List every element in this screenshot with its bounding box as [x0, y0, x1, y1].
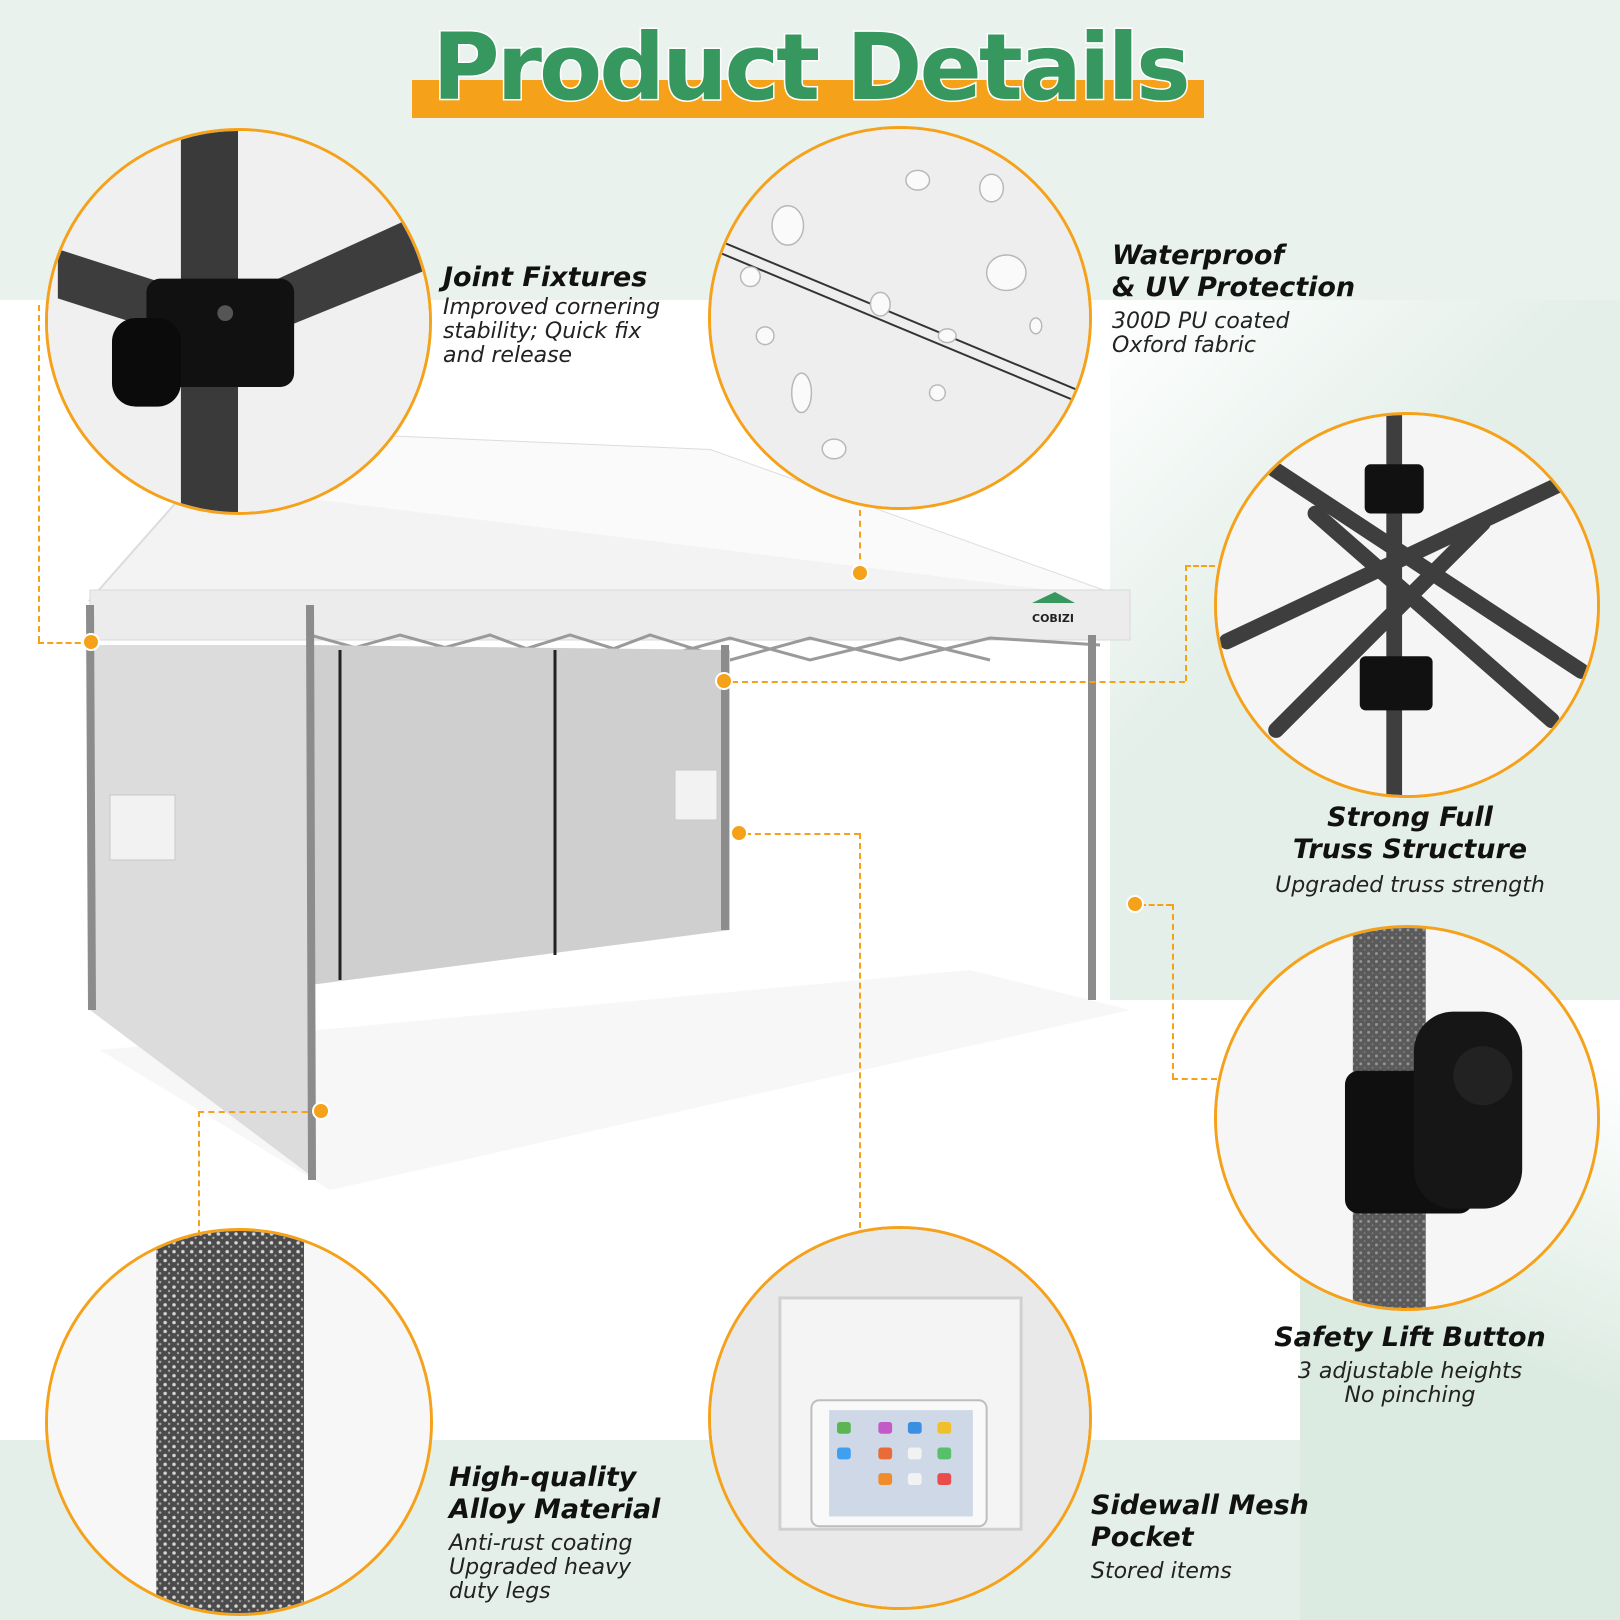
feature-lift-button: Safety Lift Button 3 adjustable heights … [1240, 1322, 1580, 1408]
feature-desc: Upgraded truss strength [1275, 873, 1545, 898]
feature-joint-fixtures: Joint Fixtures Improved cornering stabil… [443, 262, 703, 368]
truss-frame-closeup [1214, 412, 1600, 798]
leader-pocket-v [859, 833, 861, 1228]
leader-pocket-h [745, 833, 860, 835]
leader-truss-h [732, 681, 1185, 683]
callout-dot-pocket [730, 824, 748, 842]
feature-title: Sidewall Mesh Pocket [1091, 1490, 1309, 1553]
mesh-pocket-closeup [708, 1226, 1092, 1610]
feature-desc: 3 adjustable heights No pinching [1297, 1359, 1523, 1408]
callout-dot-joint [82, 633, 100, 651]
title-underline-bar [412, 80, 1204, 118]
feature-title: High-quality Alloy Material [449, 1462, 661, 1525]
page-header: Product Details [0, 14, 1620, 128]
feature-title: Strong Full Truss Structure [1292, 802, 1528, 865]
feature-alloy: High-quality Alloy Material Anti-rust co… [449, 1462, 749, 1604]
leader-truss-v [1185, 565, 1187, 681]
leader-waterproof [859, 510, 861, 570]
lift-button-closeup [1214, 925, 1600, 1311]
feature-title: Joint Fixtures [443, 262, 648, 293]
feature-desc: Improved cornering stability; Quick fix … [443, 295, 661, 368]
leader-lift-h2 [1172, 1078, 1217, 1080]
leader-alloy-h [198, 1111, 318, 1113]
callout-dot-truss [715, 672, 733, 690]
leader-truss-h2 [1185, 565, 1215, 567]
feature-desc: Anti-rust coating Upgraded heavy duty le… [449, 1531, 633, 1604]
water-droplets-closeup [708, 126, 1092, 510]
canopy-tent-illustration: COBIZI [86, 428, 1131, 1190]
leader-lift-v [1172, 904, 1174, 1079]
alloy-leg-closeup [45, 1228, 433, 1616]
callout-dot-lift [1126, 895, 1144, 913]
leader-alloy-v [198, 1111, 200, 1236]
feature-title: Safety Lift Button [1274, 1322, 1546, 1353]
leader-lift-h [1140, 904, 1172, 906]
joint-fixture-closeup [45, 128, 432, 515]
brand-logo: COBIZI [1032, 612, 1074, 625]
page-title: Product Details [431, 14, 1193, 121]
leader-joint-h [38, 642, 90, 644]
feature-mesh-pocket: Sidewall Mesh Pocket Stored items [1091, 1490, 1391, 1584]
feature-truss: Strong Full Truss Structure Upgraded tru… [1240, 802, 1580, 898]
leader-joint [38, 305, 40, 642]
feature-desc: Stored items [1091, 1559, 1232, 1584]
feature-title: Waterproof & UV Protection [1112, 240, 1356, 303]
feature-waterproof: Waterproof & UV Protection 300D PU coate… [1112, 240, 1412, 358]
callout-dot-alloy [312, 1102, 330, 1120]
callout-dot-waterproof [851, 564, 869, 582]
feature-desc: 300D PU coated Oxford fabric [1112, 309, 1290, 358]
